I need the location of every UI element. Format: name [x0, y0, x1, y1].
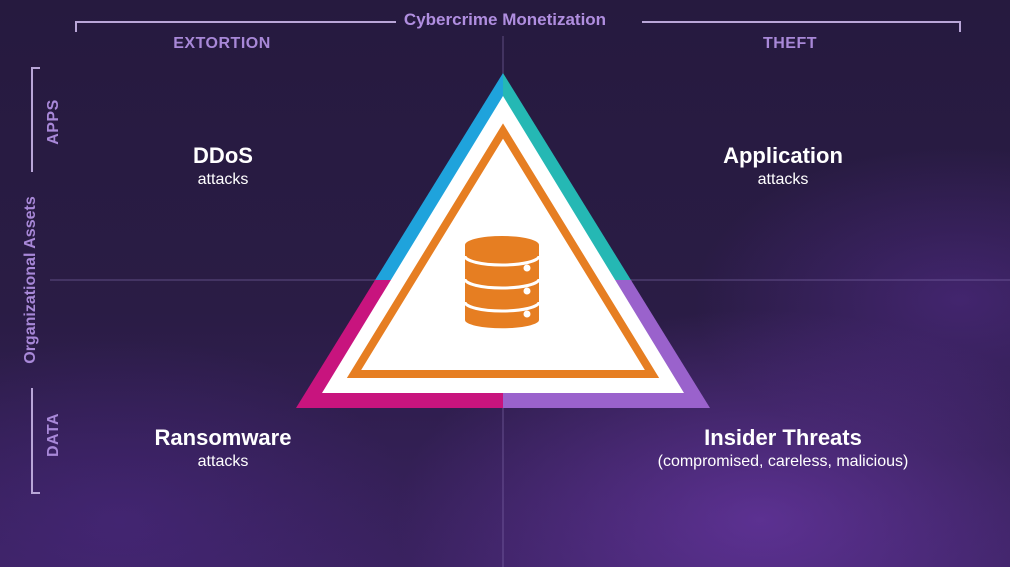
- row-label-data: DATA: [45, 412, 62, 458]
- diagram-title-text: Cybercrime Monetization: [403, 10, 607, 29]
- quadrant-ransomware-subtitle: attacks: [197, 453, 249, 470]
- quadrant-ddos-subtitle: attacks: [197, 171, 249, 188]
- row-label-apps: APPS: [45, 99, 62, 145]
- quadrant-application-title: Application: [723, 143, 843, 168]
- quadrant-ddos-title: DDoS: [193, 143, 253, 168]
- quadrant-insider-threats: Insider Threats (compromised, careless, …: [623, 425, 943, 473]
- database-icon: [463, 236, 541, 329]
- quadrant-ddos: DDoS attacks: [63, 143, 383, 191]
- top-bracket: [75, 21, 961, 32]
- quadrant-application-subtitle: attacks: [757, 171, 809, 188]
- column-label-extortion: EXTORTION: [173, 35, 271, 52]
- quadrant-ransomware-title: Ransomware: [154, 425, 292, 450]
- quadrant-insider-threats-subtitle: (compromised, careless, malicious): [657, 453, 909, 470]
- quadrant-insider-threats-title: Insider Threats: [704, 425, 862, 450]
- quadrant-ransomware: Ransomware attacks: [63, 425, 383, 473]
- left-bracket: [31, 67, 40, 494]
- quadrant-application: Application attacks: [623, 143, 943, 191]
- diagram-title: Cybercrime Monetization: [0, 10, 1010, 30]
- column-label-theft: THEFT: [762, 35, 818, 52]
- axis-label-organizational-assets: Organizational Assets: [22, 196, 39, 364]
